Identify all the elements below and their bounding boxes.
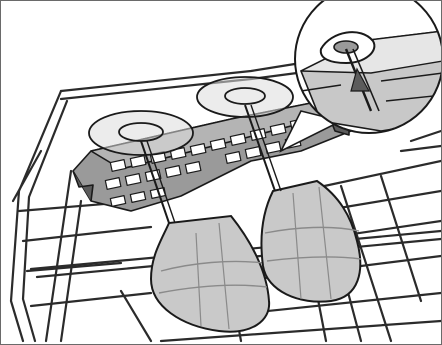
zoom-callout-icon [281, 1, 441, 151]
wine-glass-icon [151, 181, 361, 332]
